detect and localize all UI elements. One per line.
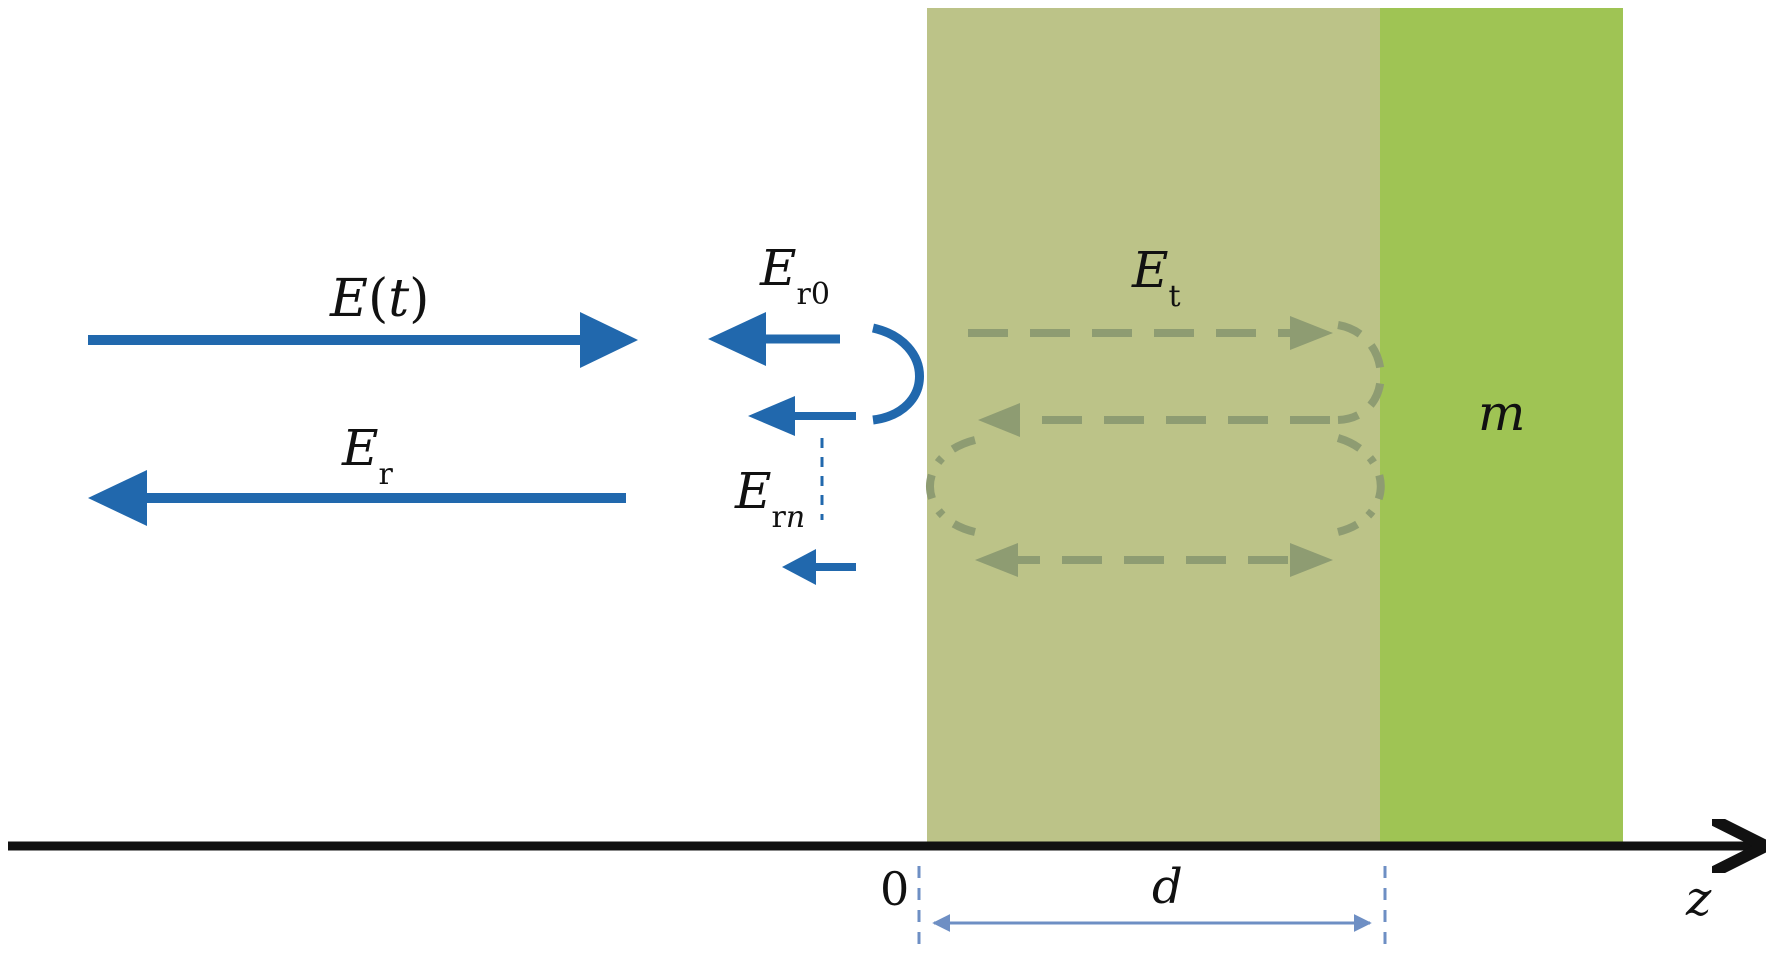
- origin-label: 0: [880, 862, 909, 916]
- incident-wave-label: E(t): [329, 269, 429, 329]
- front-interface-bounce-curve: [871, 323, 924, 425]
- internal-reflection-paths: [926, 316, 1385, 577]
- thickness-label: d: [1152, 859, 1183, 915]
- incident-wave-arrow: [88, 312, 638, 368]
- reflected-second-arrow: [748, 396, 856, 436]
- transmitted-label: Et: [1131, 241, 1181, 314]
- reflected-total-label: Er: [341, 419, 394, 492]
- substrate-layer: [1380, 8, 1623, 844]
- reflected-nth-arrow: [782, 549, 856, 585]
- reflected-total-arrow: [88, 470, 626, 526]
- reflected-first-arrow: [708, 312, 840, 366]
- medium-label: m: [1478, 384, 1525, 442]
- reflected-first-label: Er0: [759, 239, 830, 312]
- reflected-nth-label: Ern: [734, 462, 805, 535]
- axis-label: z: [1685, 871, 1712, 927]
